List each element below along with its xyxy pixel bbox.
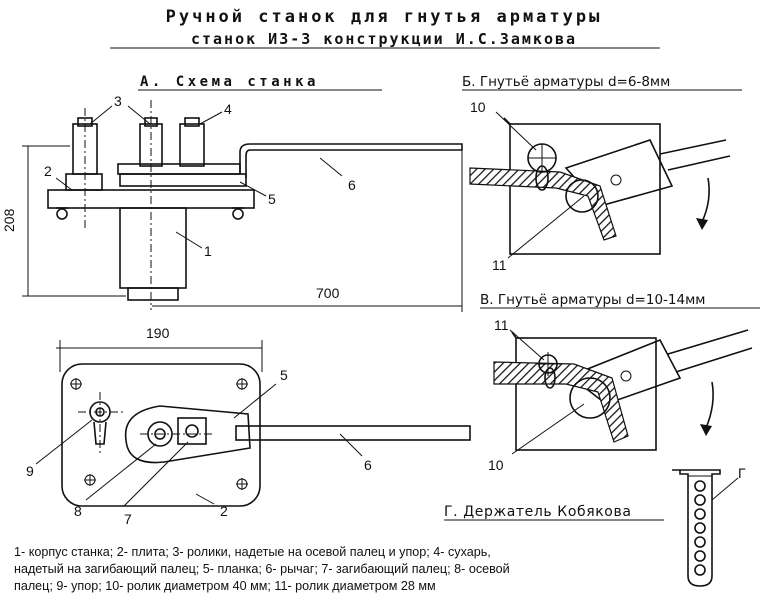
dim-height-label: 208 [1, 208, 17, 232]
callout-7: 7 [124, 511, 132, 527]
callout-11-b: 11 [492, 257, 507, 273]
section-a-heading: А. Схема станка [140, 74, 319, 90]
callout-5-top: 5 [280, 367, 288, 383]
legend-line-2: надетый на загибающий палец; 5- планка; … [14, 562, 510, 576]
callout-9: 9 [26, 463, 34, 479]
callout-1: 1 [204, 243, 212, 259]
callout-6-top: 6 [364, 457, 372, 473]
callout-10-v: 10 [488, 457, 504, 473]
section-v-bending-large: В. Гнутьё арматуры d=10-14мм 11 10 [480, 292, 760, 473]
legend: 1- корпус станка; 2- плита; 3- ролики, н… [14, 544, 664, 595]
callout-4: 4 [224, 101, 232, 117]
section-v-heading: В. Гнутьё арматуры d=10-14мм [480, 292, 705, 308]
callout-8: 8 [74, 503, 82, 519]
title-line-2: станок ИЗ-3 конструкции И.С.Замкова [191, 30, 577, 48]
section-a-top-view: 190 9 8 [26, 325, 471, 527]
callout-2-side: 2 [44, 163, 52, 179]
section-g-label: Г [738, 465, 746, 481]
legend-line-1: 1- корпус станка; 2- плита; 3- ролики, н… [14, 545, 491, 559]
section-g-heading: Г. Держатель Кобякова [444, 504, 632, 520]
section-g-holder: Г. Держатель Кобякова Г [444, 465, 746, 587]
callout-11-v: 11 [494, 317, 509, 333]
legend-line-3: палец; 9- упор; 10- ролик диаметром 40 м… [14, 579, 436, 593]
section-b-heading: Б. Гнутьё арматуры d=6-8мм [462, 74, 670, 90]
callout-3-top: 3 [114, 93, 122, 109]
section-a-side-view: А. Схема станка 208 700 [1, 74, 463, 312]
callout-10-b: 10 [470, 99, 486, 115]
section-b-bending-small: Б. Гнутьё арматуры d=6-8мм 10 11 [462, 74, 742, 273]
callout-6-side: 6 [348, 177, 356, 193]
dim-length-label: 700 [316, 285, 340, 301]
callout-5-side: 5 [268, 191, 276, 207]
title-line-1: Ручной станок для гнутья арматуры [166, 7, 603, 27]
dim-width-label: 190 [146, 325, 170, 341]
callout-2-top: 2 [220, 503, 228, 519]
